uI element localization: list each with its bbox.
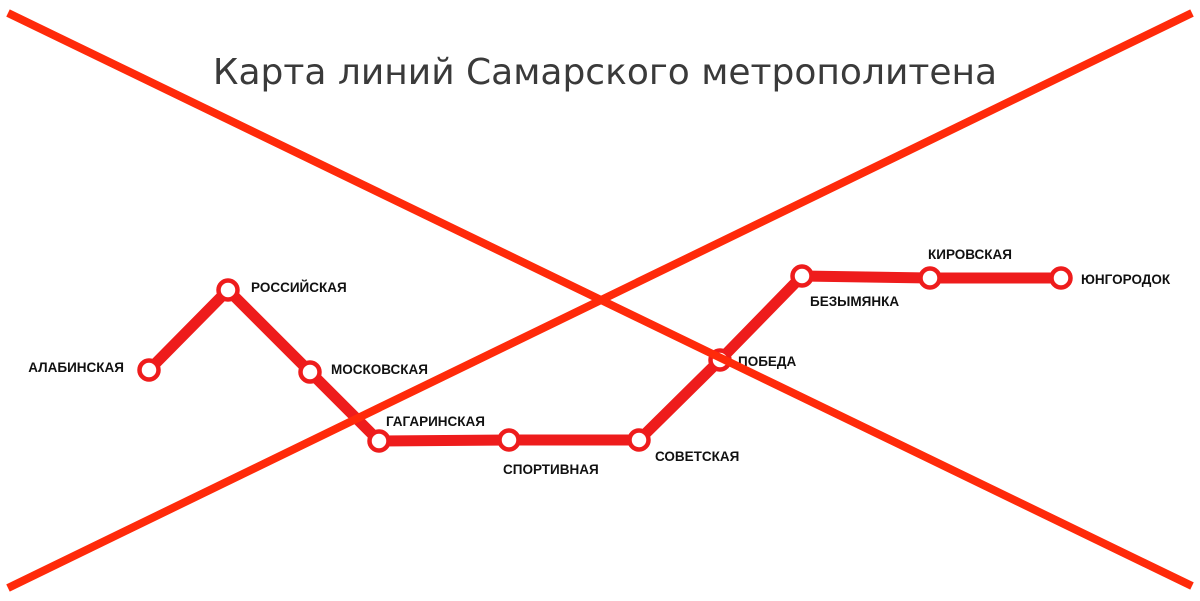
station-marker[interactable] bbox=[627, 428, 651, 452]
cross-line-diagonal-up bbox=[6, 9, 1194, 592]
station-label: МОСКОВСКАЯ bbox=[331, 362, 428, 377]
station-label: ЮНГОРОДОК bbox=[1081, 272, 1171, 287]
station-marker[interactable] bbox=[298, 360, 322, 384]
station-label: РОССИЙСКАЯ bbox=[251, 280, 347, 295]
map-title: Карта линий Самарского метрополитена bbox=[213, 52, 997, 93]
station-labels: АЛАБИНСКАЯ РОССИЙСКАЯ МОСКОВСКАЯ ГАГАРИНСКА… bbox=[28, 247, 1171, 477]
station-marker[interactable] bbox=[790, 264, 814, 288]
station-label: АЛАБИНСКАЯ bbox=[28, 360, 124, 375]
cross-out-icon bbox=[6, 9, 1194, 592]
station-marker[interactable] bbox=[367, 429, 391, 453]
station-marker[interactable] bbox=[497, 428, 521, 452]
station-label: КИРОВСКАЯ bbox=[928, 247, 1012, 262]
station-marker[interactable] bbox=[137, 358, 161, 382]
metro-line-path bbox=[143, 270, 1067, 447]
station-label: СПОРТИВНАЯ bbox=[503, 462, 599, 477]
station-marker[interactable] bbox=[1049, 266, 1073, 290]
metro-line bbox=[143, 270, 1067, 447]
station-marker[interactable] bbox=[216, 278, 240, 302]
station-marker[interactable] bbox=[918, 266, 942, 290]
station-label: ГАГАРИНСКАЯ bbox=[386, 414, 485, 429]
station-label: ПОБЕДА bbox=[738, 354, 797, 369]
station-label: БЕЗЫМЯНКА bbox=[810, 294, 899, 309]
station-markers bbox=[137, 264, 1073, 453]
station-label: СОВЕТСКАЯ bbox=[655, 449, 739, 464]
